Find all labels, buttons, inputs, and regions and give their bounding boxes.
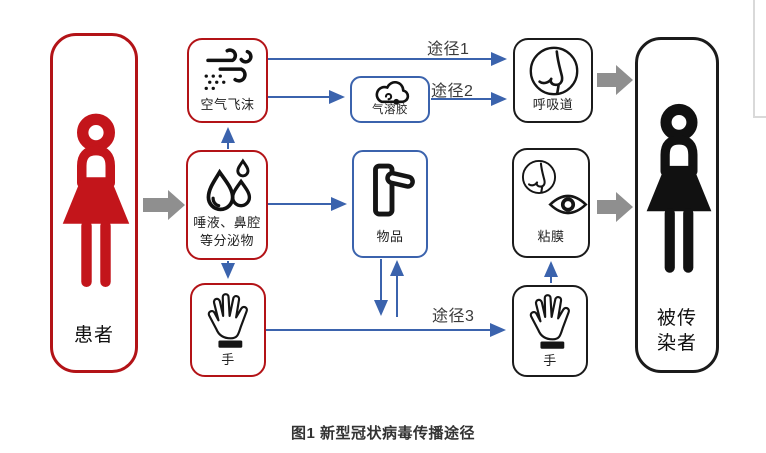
door-handle-icon [373,163,415,217]
nose-in-circle-icon [529,46,579,96]
respiratory-label: 呼吸道 [532,96,574,112]
hand-target-node: 手 [512,285,588,377]
airborne-label: 空气飞沫 [200,96,255,112]
nose-in-circle-icon [521,159,557,195]
patient-label: 患者 [73,324,114,346]
water-droplets-icon [206,158,252,212]
patient-card: 患者 [50,33,138,373]
infected-label-line2: 染者 [656,332,697,354]
secretions-label: 唾液、鼻腔 等分泌物 [188,214,266,250]
eye-icon [548,194,588,215]
mucosa-node: 粘膜 [512,148,590,258]
mucosa-label: 粘膜 [537,228,565,244]
infected-label: 被传 染者 [638,306,716,356]
secretions-label-line2: 等分泌物 [199,232,254,248]
gray-block-arrow-respiratory [597,65,633,95]
open-hand-icon [529,294,570,349]
route2-label: 途径2 [431,83,474,100]
aerosol-cloud-icon [375,81,410,105]
objects-label: 物品 [376,228,404,244]
person-figure-icon [62,113,130,287]
objects-node: 物品 [352,150,428,258]
gray-block-arrow-mucosa [597,192,633,222]
gray-block-arrow-patient [143,190,185,220]
hand-source-label: 手 [221,351,235,367]
figure-caption: 图1 新型冠状病毒传播途径 [290,425,475,442]
infected-person-card: 被传 染者 [635,37,719,373]
hand-source-node: 手 [190,283,266,377]
secretions-node: 唾液、鼻腔 等分泌物 [186,150,268,260]
aerosol-node: 气溶胶 [350,76,430,123]
aerosol-label: 气溶胶 [372,103,408,116]
wind-gust-icon [204,48,253,91]
infected-label-line1: 被传 [656,307,697,329]
route3-label: 途径3 [432,308,475,325]
page-edge-artifact-horizontal [753,116,766,118]
secretions-label-line1: 唾液、鼻腔 [193,214,261,230]
route1-label: 途径1 [427,41,470,58]
open-hand-icon [207,293,248,348]
airborne-droplets-node: 空气飞沫 [187,38,268,123]
hand-target-label: 手 [543,352,557,368]
respiratory-node: 呼吸道 [513,38,593,123]
person-figure-icon [646,103,712,273]
page-edge-artifact-vertical [753,0,755,117]
